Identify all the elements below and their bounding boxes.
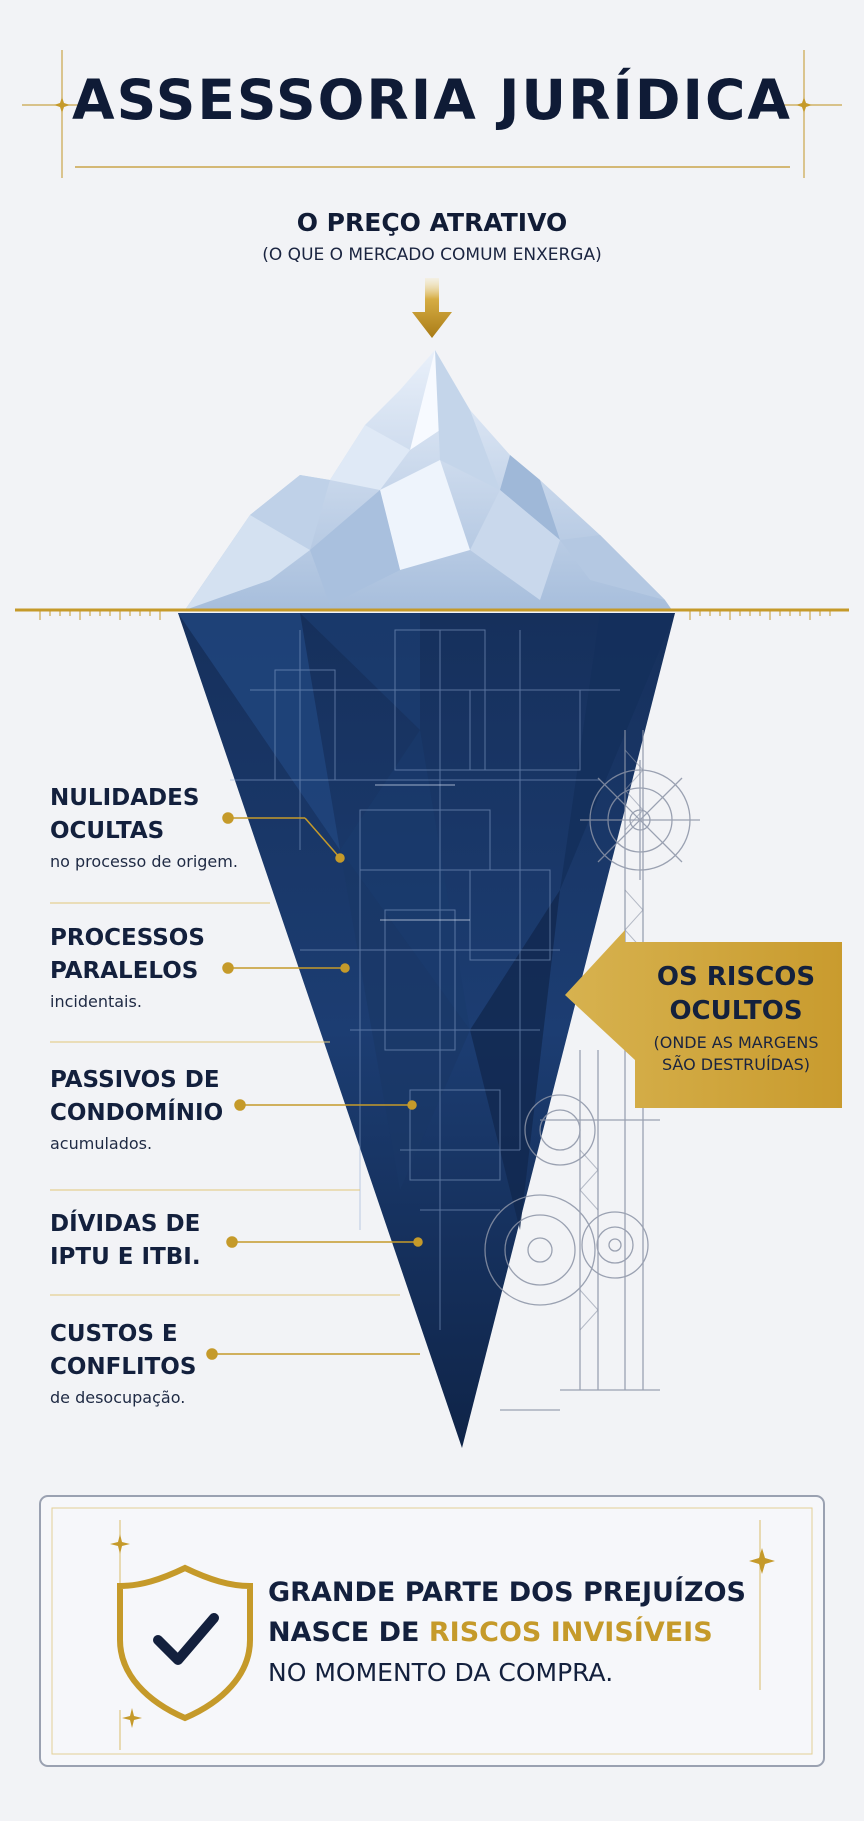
iceberg-illustration (15, 350, 849, 1448)
risk-title: PROCESSOS PARALELOS (50, 925, 205, 984)
conclusion-line-1: GRANDE PARTE DOS PREJUÍZOS (268, 1577, 746, 1608)
hidden-risk-title: OS RISCOS OCULTOS (656, 962, 816, 1026)
risk-title: NULIDADES OCULTAS (50, 785, 200, 844)
risk-title: PASSIVOS DE CONDOMÍNIO (50, 1067, 224, 1126)
risk-detail: acumulados. (50, 1134, 153, 1153)
risk-detail: incidentais. (50, 992, 142, 1011)
risk-item: CUSTOS E CONFLITOS de desocupação. (50, 1318, 310, 1410)
conclusion-frame (39, 1495, 825, 1767)
hidden-risk-note: (ONDE AS MARGENS SÃO DESTRUÍDAS) (653, 1033, 819, 1074)
iceberg-submerged (178, 613, 675, 1448)
conclusion-line-2-prefix: NASCE DE (268, 1617, 429, 1648)
risk-item: PROCESSOS PARALELOS incidentais. (50, 922, 310, 1014)
risk-leaders (206, 812, 423, 1360)
risk-detail: de desocupação. (50, 1388, 186, 1407)
header-frame (22, 50, 842, 178)
risk-item: PASSIVOS DE CONDOMÍNIO acumulados. (50, 1064, 310, 1156)
risk-title: DÍVIDAS DE IPTU E ITBI. (50, 1211, 201, 1270)
risk-item: NULIDADES OCULTAS no processo de origem. (50, 782, 310, 874)
left-arrow-icon (565, 930, 842, 1108)
conclusion-line-2: NASCE DE RISCOS INVISÍVEIS (268, 1613, 828, 1653)
risk-title: CUSTOS E CONFLITOS (50, 1321, 197, 1380)
conclusion-text: GRANDE PARTE DOS PREJUÍZOS NASCE DE RISC… (268, 1573, 828, 1693)
page-title: ASSESSORIA JURÍDICA (72, 68, 792, 132)
conclusion-line-3: NO MOMENTO DA COMPRA. (268, 1658, 614, 1687)
tip-note: (O QUE O MERCADO COMUM ENXERGA) (262, 245, 602, 265)
sparkle-icon (110, 1534, 775, 1728)
down-arrow-icon (412, 278, 452, 338)
tip-label: O PREÇO ATRATIVO (296, 208, 568, 237)
shield-check-icon (117, 1564, 253, 1722)
risk-detail: no processo de origem. (50, 852, 238, 871)
conclusion-highlight: RISCOS INVISÍVEIS (428, 1617, 713, 1648)
hidden-risk-callout: OS RISCOS OCULTOS (ONDE AS MARGENS SÃO D… (628, 960, 844, 1076)
risk-item: DÍVIDAS DE IPTU E ITBI. (50, 1208, 310, 1276)
iceberg-tip (185, 350, 672, 610)
sparkle-icon (54, 97, 812, 113)
